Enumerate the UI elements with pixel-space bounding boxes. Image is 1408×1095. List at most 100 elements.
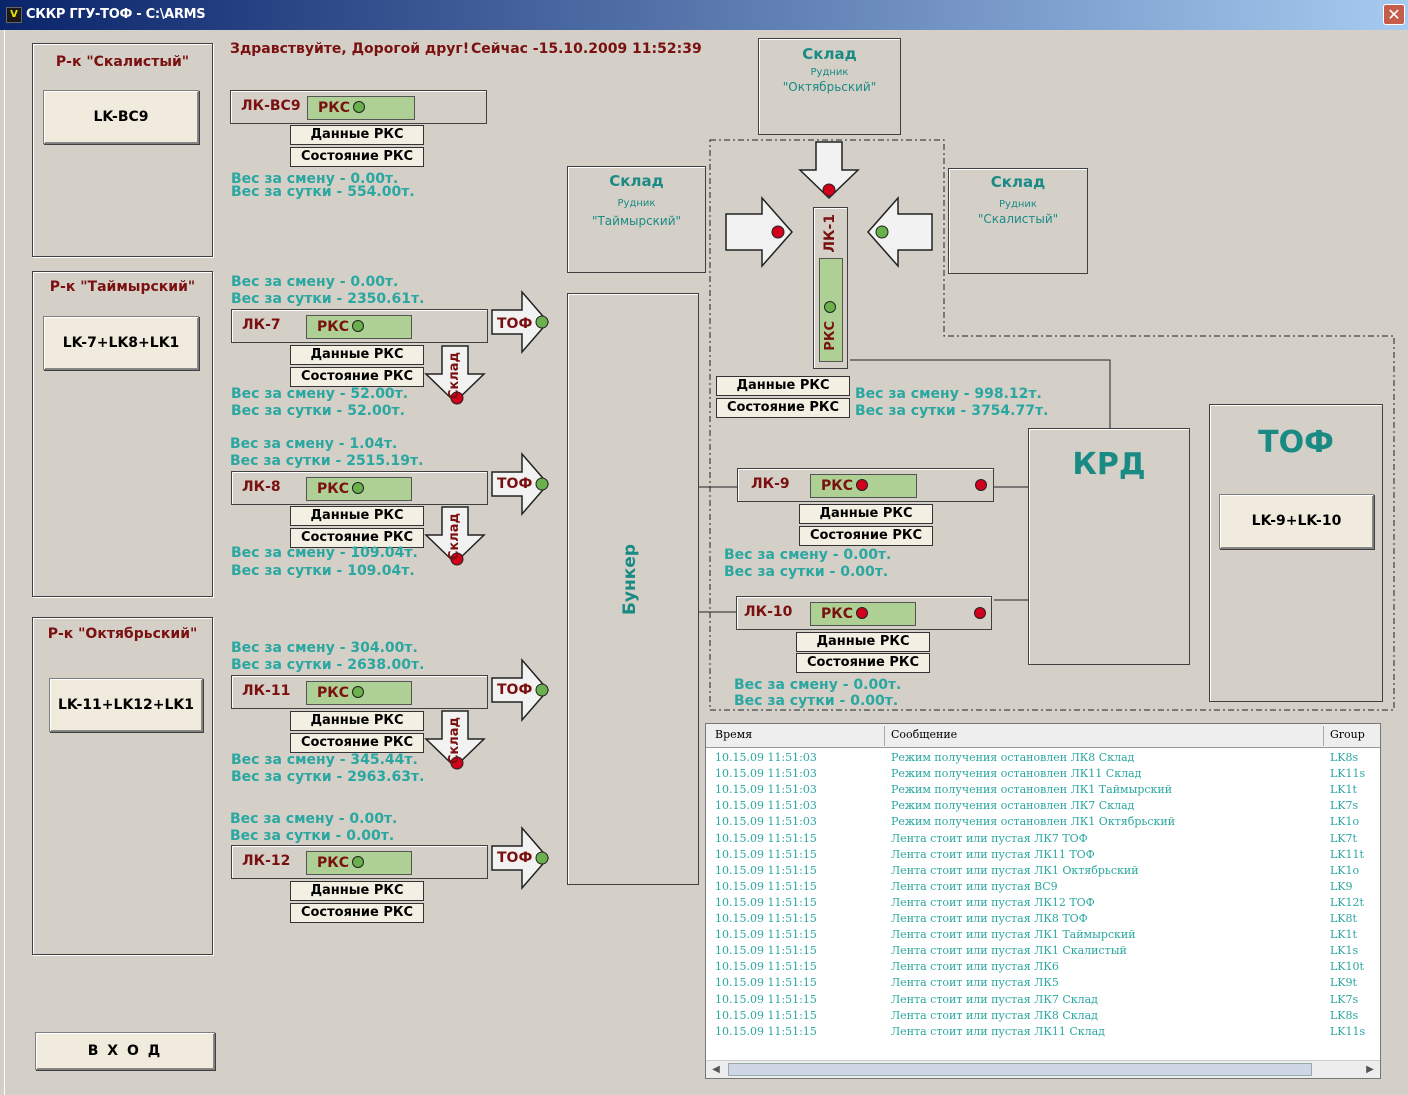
log-header-time[interactable]: Время: [715, 728, 753, 741]
rks-state-button[interactable]: Состояние РКС: [290, 367, 424, 387]
weight-shift: Вес за смену - 1.04т.: [230, 436, 398, 452]
tof-arrow-icon-lk11[interactable]: [490, 658, 552, 722]
weight-day: Вес за сутки - 2515.19т.: [230, 453, 424, 469]
mine-button-lk11-lk12-lk1[interactable]: LK-11+LK12+LK1: [49, 678, 203, 732]
log-group: LK1o: [1330, 815, 1360, 829]
rks-state-button[interactable]: Состояние РКС: [716, 398, 850, 418]
down-arrow-icon-lk1[interactable]: [798, 140, 860, 202]
warehouse-arrow-icon-lk8[interactable]: [424, 505, 486, 567]
warehouse-arrow-label: Склад: [447, 352, 462, 400]
weight-day: Вес за сутки - 0.00т.: [230, 828, 395, 844]
warehouse-arrow-icon-lk7[interactable]: [424, 344, 486, 406]
log-message: Лента стоит или пустая ЛК5: [891, 976, 1059, 990]
rks-data-button[interactable]: Данные РКС: [716, 376, 850, 396]
rks-data-button[interactable]: Данные РКС: [290, 125, 424, 145]
log-header-message[interactable]: Сообщение: [891, 728, 958, 741]
rks-data-button[interactable]: Данные РКС: [290, 881, 424, 901]
rks-state-button[interactable]: Состояние РКС: [799, 526, 933, 546]
mine-title: Р-к "Таймырский": [49, 279, 196, 295]
log-message: Лента стоит или пустая ЛК11 Склад: [891, 1024, 1105, 1038]
weight-shift: Вес за смену - 0.00т.: [734, 677, 902, 693]
weight-day: Вес за сутки - 2963.63т.: [231, 769, 425, 785]
weight-day: Вес за сутки - 0.00т.: [734, 693, 899, 709]
line-name: ЛК-12: [242, 853, 291, 869]
right-arrow-icon-lk1[interactable]: [724, 196, 796, 268]
log-time: 10.15.09 11:51:15: [715, 863, 817, 877]
line-box-lk11: ЛК-11 РКС: [231, 675, 488, 709]
log-message: Лента стоит или пустая ЛК1 Скалистый: [891, 944, 1127, 958]
rks-state-button[interactable]: Состояние РКС: [290, 528, 424, 548]
krd-block: КРД: [1028, 428, 1190, 665]
rks-data-button[interactable]: Данные РКС: [799, 504, 933, 524]
horizontal-scrollbar[interactable]: ◀ ▶: [706, 1060, 1380, 1078]
warehouse-taimyrsky[interactable]: Склад Рудник "Таймырский": [567, 166, 706, 273]
log-header-group[interactable]: Group: [1330, 728, 1365, 741]
scroll-thumb[interactable]: [728, 1063, 1312, 1076]
rks-indicator: РКС: [306, 681, 412, 705]
weight-shift: Вес за смену - 109.04т.: [231, 545, 418, 561]
line-name: ЛК-11: [242, 683, 291, 699]
log-message: Режим получения остановлен ЛК1 Октябрьск…: [891, 815, 1176, 829]
krd-label: КРД: [1072, 447, 1146, 482]
log-group: LK8s: [1330, 751, 1359, 764]
close-button[interactable]: ✕: [1383, 4, 1405, 25]
status-dot-red: [975, 479, 987, 491]
line-box-lk12: ЛК-12 РКС: [231, 845, 488, 879]
tof-arrow-icon-lk12[interactable]: [490, 826, 552, 890]
warehouse-sub: Рудник: [617, 198, 656, 209]
scroll-right-icon[interactable]: ▶: [1366, 1064, 1374, 1075]
login-button[interactable]: В Х О Д: [35, 1032, 215, 1070]
datetime: Сейчас -15.10.2009 11:52:39: [471, 41, 702, 57]
rks-label: РКС: [317, 481, 349, 497]
weight-shift: Вес за смену - 52.00т.: [231, 386, 409, 402]
warehouse-arrow-icon-lk11[interactable]: [424, 709, 486, 771]
rks-state-button[interactable]: Состояние РКС: [796, 653, 930, 673]
line-box-lk8: ЛК-8 РКС: [231, 471, 488, 505]
tof-arrow-icon-lk7[interactable]: [490, 290, 552, 354]
mine-button-lk7-lk8-lk1[interactable]: LK-7+LK8+LK1: [43, 316, 199, 370]
rks-state-button[interactable]: Состояние РКС: [290, 147, 424, 167]
scroll-left-icon[interactable]: ◀: [712, 1064, 720, 1075]
mine-group-oktyabrsky: Р-к "Октябрьский" LK-11+LK12+LK1: [32, 617, 213, 955]
weight-day: Вес за сутки - 0.00т.: [724, 564, 889, 580]
warehouse-name: "Октябрьский": [782, 80, 877, 94]
log-time: 10.15.09 11:51:15: [715, 847, 817, 861]
tof-arrow-icon-lk8[interactable]: [490, 452, 552, 516]
rks-state-button[interactable]: Состояние РКС: [290, 733, 424, 753]
rks-indicator: РКС: [810, 602, 916, 626]
rks-data-button[interactable]: Данные РКС: [290, 345, 424, 365]
rks-data-button[interactable]: Данные РКС: [290, 506, 424, 526]
tof-button-lk9-lk10[interactable]: LK-9+LK-10: [1219, 494, 1374, 549]
warehouse-sub: Рудник: [999, 199, 1037, 210]
warehouse-oktyabrsky[interactable]: Склад Рудник "Октябрьский": [758, 38, 901, 135]
mine-button-bc9[interactable]: LK-BC9: [43, 90, 199, 144]
line-box-lk1: ЛК-1 РКС: [813, 207, 848, 369]
left-arrow-icon-lk1[interactable]: [864, 196, 936, 268]
rks-data-button[interactable]: Данные РКС: [796, 632, 930, 652]
rks-indicator: РКС: [306, 315, 412, 339]
rks-state-button[interactable]: Состояние РКС: [290, 903, 424, 923]
rks-data-button[interactable]: Данные РКС: [290, 711, 424, 731]
warehouse-skalisty[interactable]: Склад Рудник "Скалистый": [948, 168, 1088, 274]
log-message: Лента стоит или пустая ЛК1 Таймырский: [891, 928, 1136, 942]
